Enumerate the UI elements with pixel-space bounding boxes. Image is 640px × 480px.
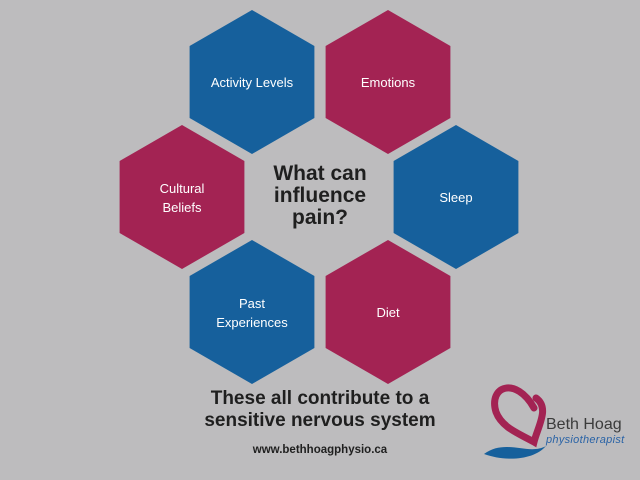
summary-line-2: sensitive nervous system [204, 410, 436, 431]
hexagon-diet [325, 240, 451, 384]
center-question-line-3: pain? [292, 206, 348, 229]
label-activity-levels: Activity Levels [211, 75, 294, 90]
logo-name: Beth Hoag [546, 416, 622, 433]
label-emotions: Emotions [361, 75, 416, 90]
hexagon-cultural-beliefs [119, 125, 245, 269]
summary-text: These all contribute to a sensitive nerv… [150, 388, 490, 432]
center-question-line-2: influence [273, 184, 367, 207]
summary-line-1: These all contribute to a [210, 388, 430, 409]
hexagon-emotions [325, 10, 451, 154]
logo-icon [484, 384, 547, 459]
center-question: What can influence pain? [232, 163, 408, 229]
logo-wave-stroke [484, 446, 546, 459]
center-question-line-1: What can [273, 162, 367, 185]
label-diet: Diet [376, 305, 400, 320]
logo-heart-stroke [491, 384, 547, 448]
logo-title: physiotherapist [546, 434, 625, 446]
hexagon-sleep [393, 125, 519, 269]
hexagon-activity-levels [189, 10, 315, 154]
hexagon-past-experiences [189, 240, 315, 384]
website-link[interactable]: www.bethhoagphysio.ca [252, 444, 388, 456]
label-sleep: Sleep [439, 190, 472, 205]
